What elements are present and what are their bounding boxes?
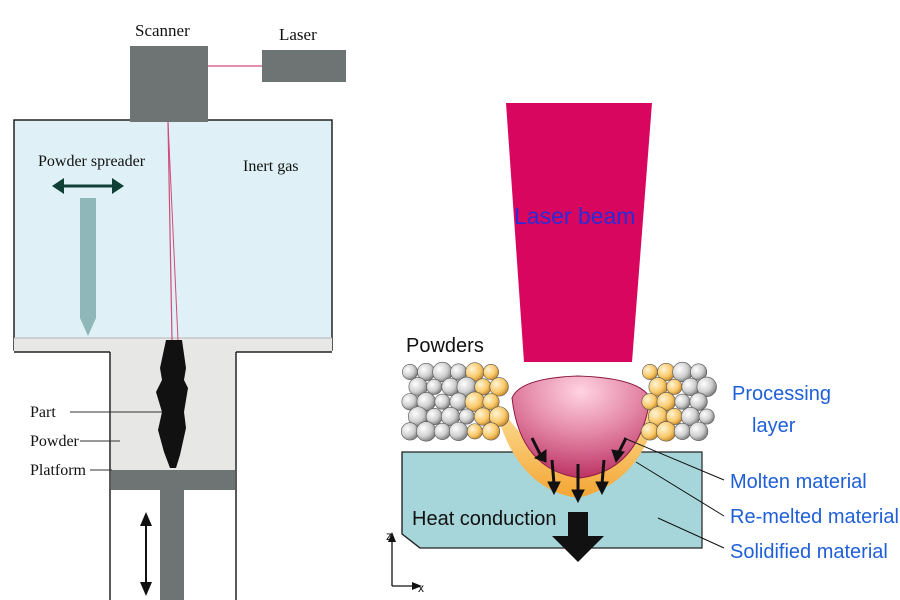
axis-x-label: x: [418, 581, 424, 595]
powder-spreader-blade: [80, 198, 96, 336]
powder-particle: [674, 393, 691, 410]
heat-conduction-arrow: [552, 512, 604, 562]
laser-beam-left: [167, 121, 173, 341]
powder-particle: [426, 378, 443, 395]
powder-particles-left: [400, 361, 510, 442]
remelted-region: [492, 392, 660, 498]
axis-z-label: z: [386, 529, 392, 543]
powder-particle: [434, 393, 451, 410]
remelted-material-label: Re-melted material: [730, 506, 899, 528]
scanner-label: Scanner: [135, 21, 190, 40]
powder-particle: [689, 392, 708, 411]
scanner-box: [130, 46, 208, 122]
powder-particle: [489, 377, 509, 397]
melt-pool-diagram: Laser beam: [386, 103, 899, 595]
pbf-machine-diagram: Scanner Laser Powder spreader Inert gas …: [13, 21, 346, 600]
powder-particle: [433, 422, 451, 440]
powder-particle: [642, 364, 658, 380]
powder-label: Powder: [30, 433, 80, 450]
powder-particle: [696, 376, 717, 397]
heat-conduction-label: Heat conduction: [412, 508, 557, 530]
molten-material-label: Molten material: [730, 471, 867, 493]
laser-beam-label: Laser beam: [514, 203, 635, 229]
laser-box: [262, 50, 346, 82]
powder-particle: [458, 408, 475, 425]
heat-flow-arrows: [530, 437, 628, 504]
powder-particles-right: [640, 361, 717, 442]
piston-rod: [160, 490, 184, 600]
processing-layer-label-2: layer: [752, 415, 796, 437]
powder-particle: [488, 406, 510, 427]
powder-particle: [673, 422, 691, 440]
powder-particle: [698, 408, 715, 425]
build-platform: [111, 470, 235, 490]
laser-label: Laser: [279, 25, 317, 44]
solidified-material-label: Solidified material: [730, 541, 888, 563]
platform-label: Platform: [30, 462, 87, 479]
powder-particle: [402, 364, 418, 380]
part-label: Part: [30, 404, 56, 421]
inert-gas-label: Inert gas: [243, 158, 299, 175]
laser-beam-right: [167, 121, 179, 341]
powder-particle: [482, 393, 500, 411]
powder-particle: [416, 421, 437, 442]
powder-particle: [666, 378, 683, 395]
build-cylinder: [109, 352, 237, 600]
laser-beam-shape: [506, 103, 652, 362]
powder-particle: [481, 422, 501, 441]
powders-label: Powders: [406, 335, 484, 357]
part-shape: [156, 340, 188, 468]
powder-particle: [483, 364, 499, 380]
powder-particle: [449, 421, 469, 441]
powder-particle: [466, 423, 483, 440]
powder-spreader-label: Powder spreader: [38, 153, 146, 170]
powder-particle: [689, 421, 709, 441]
processing-layer-label-1: Processing: [732, 383, 831, 405]
powder-particle: [690, 363, 708, 381]
powder-particle: [656, 421, 677, 442]
